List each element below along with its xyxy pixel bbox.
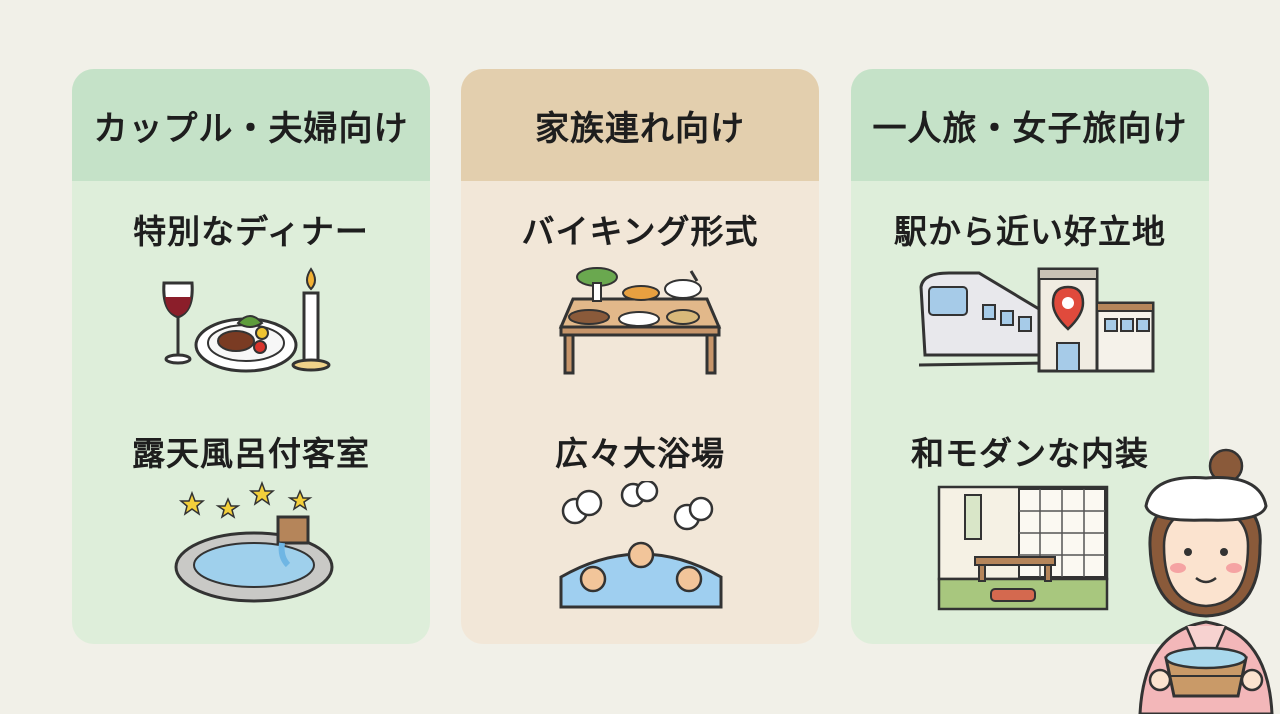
train-station-icon [919, 267, 1155, 373]
japanese-room-icon [937, 485, 1109, 611]
item-label: 駅から近い好立地 [894, 212, 1166, 251]
buffet-table-icon [558, 267, 722, 375]
item-label: 和モダンな内装 [911, 434, 1149, 473]
onsen-girl-icon [1138, 448, 1274, 714]
item-label: 広々大浴場 [555, 434, 725, 473]
card-title: 家族連れ向け [461, 69, 819, 181]
large-bath-icon [559, 481, 723, 609]
card-title: カップル・夫婦向け [72, 69, 430, 181]
item-label: バイキング形式 [521, 212, 759, 251]
dinner-candle-icon [162, 267, 331, 373]
item-label: 露天風呂付客室 [132, 434, 370, 473]
card-couple: カップル・夫婦向け 特別なディナー 露天風呂付客室 [72, 69, 430, 644]
card-family: 家族連れ向け バイキング形式 広々大浴場 [461, 69, 819, 644]
item-label: 特別なディナー [133, 212, 369, 251]
outdoor-bath-icon [174, 480, 334, 603]
card-title: 一人旅・女子旅向け [851, 69, 1209, 181]
card-solo-female: 一人旅・女子旅向け 駅から近い好立地 和モダンな内装 [851, 69, 1209, 644]
